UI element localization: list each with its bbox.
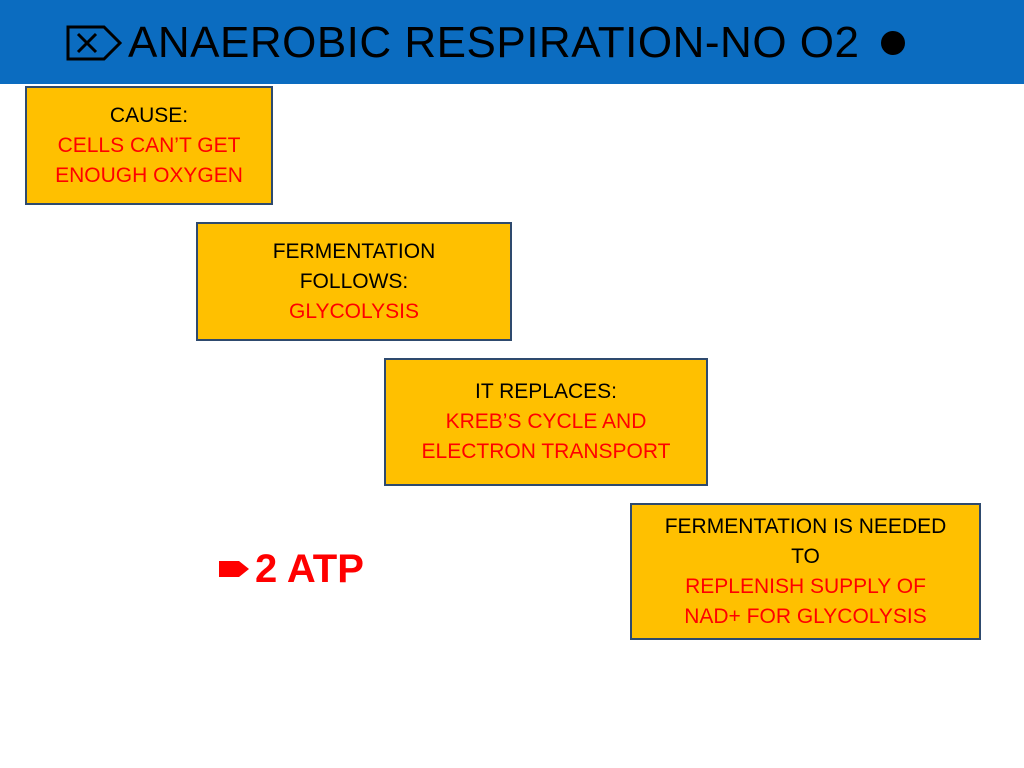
it-replaces-box: IT REPLACES: KREB’S CYCLE AND ELECTRON T…	[384, 358, 708, 486]
bullet-dot-icon	[881, 31, 906, 55]
atp-text: 2 ATP	[255, 547, 364, 591]
needed-label-line2: TO	[791, 544, 820, 568]
follows-label-line1: FERMENTATION	[272, 239, 436, 263]
title-bar: ANAEROBIC RESPIRATION-NO O2	[0, 0, 1024, 84]
arrow-bullet-icon	[219, 561, 249, 577]
replaces-label: IT REPLACES:	[475, 380, 617, 403]
cause-value-line1: CELLS CAN’T GET	[57, 133, 241, 157]
follows-value: GLYCOLYSIS	[289, 299, 419, 323]
needed-label-line1: FERMENTATION IS NEEDED	[664, 514, 947, 538]
replaces-value-line1: KREB’S CYCLE AND	[445, 410, 647, 433]
title-group: ANAEROBIC RESPIRATION-NO O2	[66, 14, 906, 72]
boxed-x-arrow-icon	[66, 25, 122, 61]
cause-label: CAUSE:	[109, 103, 189, 127]
needed-value-line1: REPLENISH SUPPLY OF	[685, 574, 926, 598]
replaces-value-line2: ELECTRON TRANSPORT	[421, 440, 671, 463]
atp-bullet: 2 ATP	[217, 544, 364, 594]
cause-value-line2: ENOUGH OXYGEN	[55, 163, 243, 187]
cause-box: CAUSE: CELLS CAN’T GET ENOUGH OXYGEN	[25, 86, 273, 205]
follows-label-line2: FOLLOWS:	[299, 269, 409, 293]
needed-value-line2: NAD+ FOR GLYCOLYSIS	[684, 604, 927, 628]
fermentation-needed-box: FERMENTATION IS NEEDED TO REPLENISH SUPP…	[630, 503, 981, 640]
slide-title: ANAEROBIC RESPIRATION-NO O2	[128, 18, 860, 67]
fermentation-follows-box: FERMENTATION FOLLOWS: GLYCOLYSIS	[196, 222, 512, 341]
